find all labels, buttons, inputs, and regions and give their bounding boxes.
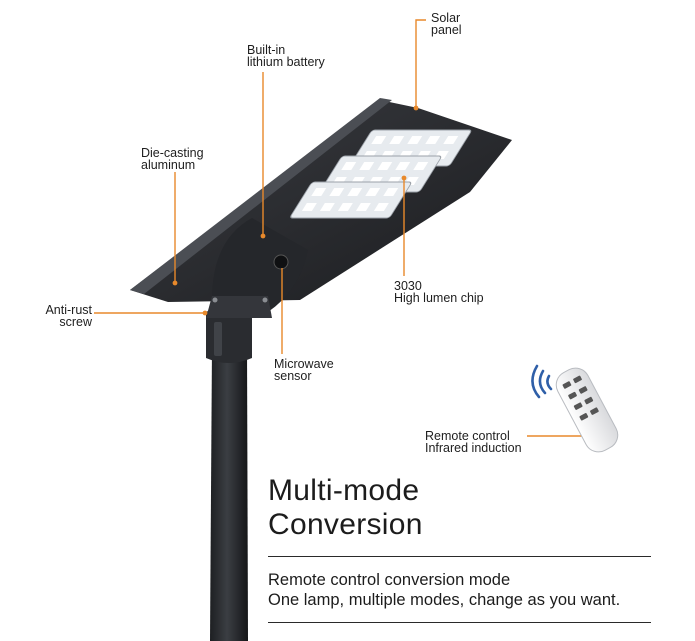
microwave-sensor [273,254,289,270]
remote-control [555,367,619,453]
callout-solar-panel-line1: Solar [431,11,461,25]
callout-chip: 3030 High lumen chip [394,279,484,305]
callout-leader-lines [94,19,587,437]
led-modules [290,129,472,219]
callout-chip-line2: High lumen chip [394,291,484,305]
callout-battery-line2: lithium battery [247,55,325,69]
callout-sensor-line2: sensor [274,369,312,383]
headline: Multi-mode Conversion [268,474,423,542]
description: Remote control conversion mode One lamp,… [268,570,620,610]
divider-top [268,556,651,557]
divider-bottom [268,622,651,623]
description-line1: Remote control conversion mode [268,571,511,589]
description-line2: One lamp, multiple modes, change as you … [268,591,621,609]
callout-housing-line1: Die-casting [141,146,204,160]
callout-sensor-line1: Microwave [274,357,334,371]
callout-battery: Built-in lithium battery [247,43,325,69]
lamp-pole [206,306,252,641]
callout-screw: Anti-rust screw [38,303,92,329]
callout-solar-panel-line2: panel [431,23,462,37]
callout-solar-panel: Solar panel [431,11,462,37]
callout-chip-line1: 3030 [394,279,422,293]
callout-screw-line1: Anti-rust [45,303,92,317]
callout-remote-line1: Remote control [425,429,510,443]
callout-sensor: Microwave sensor [274,357,334,383]
callout-battery-line1: Built-in [247,43,286,57]
callout-remote-line2: Infrared induction [425,441,522,455]
infrared-signal-icon [531,364,553,399]
callout-screw-line2: screw [59,315,92,329]
headline-line1: Multi-mode [268,474,420,507]
callout-remote: Remote control Infrared induction [425,429,522,455]
callout-housing-line2: aluminum [141,158,196,172]
callout-housing: Die-casting aluminum [141,146,204,172]
headline-line2: Conversion [268,508,423,541]
leader-solar-panel [415,19,426,108]
